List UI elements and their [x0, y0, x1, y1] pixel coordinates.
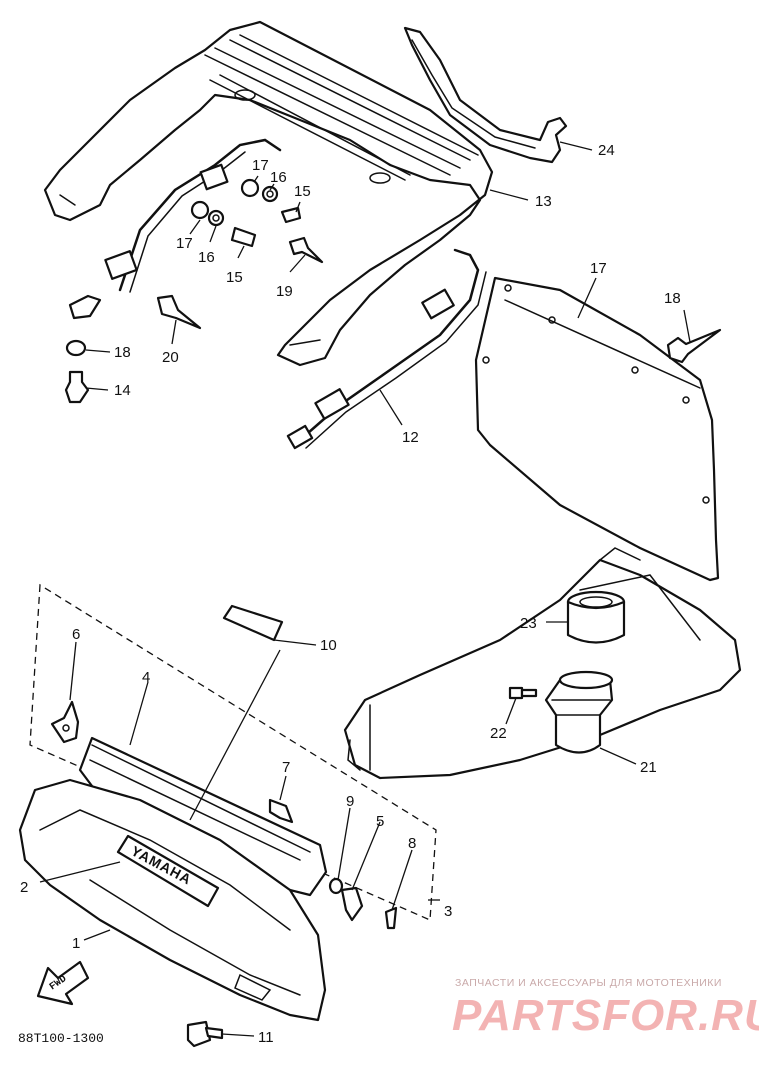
callout-2: 2 — [20, 879, 28, 896]
callout-18-a: 19 — [276, 283, 293, 300]
part-17-nut-c — [65, 339, 87, 357]
callout-18-b: 20 — [162, 349, 179, 366]
callout-labels: 24 13 17 18 12 17 16 15 17 16 15 19 20 1… — [20, 142, 681, 1046]
part-18-pin-b — [156, 294, 202, 330]
watermark: ЗАПЧАСТИ И АКСЕССУАРЫ ДЛЯ МОТОТЕХНИКИ PA… — [452, 977, 759, 1040]
callout-17-a: 17 — [252, 157, 269, 174]
part-1-cover — [18, 778, 327, 1022]
part-18-pin-a — [288, 236, 324, 264]
part-17-nut-b — [190, 200, 210, 220]
callout-21: 21 — [640, 759, 657, 776]
callout-9: 9 — [346, 793, 354, 810]
part-16-washer-a — [261, 185, 279, 203]
part-15-screw-b — [230, 226, 257, 248]
part-6-bracket — [50, 700, 80, 744]
callout-24: 24 — [598, 142, 615, 159]
callout-20: 18 — [664, 290, 681, 307]
assembly-boundary — [29, 583, 437, 921]
part-12-grab-rail — [68, 138, 487, 450]
callout-1: 1 — [72, 935, 80, 952]
part-13-rear-carrier — [43, 20, 494, 367]
callout-3: 3 — [444, 903, 452, 920]
callout-15-a: 15 — [294, 183, 311, 200]
leader-lines — [39, 141, 691, 1037]
hardware-cluster — [64, 178, 324, 404]
part-24-bracket — [403, 26, 568, 164]
drawing-code: 88T100-1300 — [18, 1031, 104, 1046]
part-9-washer — [328, 877, 344, 895]
part-17-nut-a — [240, 178, 260, 198]
callout-22: 22 — [490, 725, 507, 742]
callout-10: 10 — [320, 637, 337, 654]
callout-5: 5 — [376, 813, 384, 830]
housing-body — [343, 547, 742, 780]
callout-16-a: 16 — [270, 169, 287, 186]
callout-15-b: 15 — [226, 269, 243, 286]
part-20-pin — [666, 328, 722, 364]
callout-7: 7 — [282, 759, 290, 776]
fwd-arrow: FWD — [36, 960, 90, 1006]
watermark-tagline: ЗАПЧАСТИ И АКСЕССУАРЫ ДЛЯ МОТОТЕХНИКИ — [455, 977, 722, 989]
part-14-grommet — [64, 370, 90, 404]
callout-17-b: 17 — [176, 235, 193, 252]
callout-6: 6 — [72, 626, 80, 643]
callout-13: 13 — [535, 193, 552, 210]
callout-16-b: 16 — [198, 249, 215, 266]
callout-17-c: 18 — [114, 344, 131, 361]
callout-19: 17 — [590, 260, 607, 277]
callout-14: 14 — [114, 382, 131, 399]
part-19-panel — [474, 276, 720, 582]
callout-23: 23 — [520, 615, 537, 632]
part-23-cap — [566, 590, 626, 644]
part-22-bolt — [508, 686, 538, 700]
watermark-brand: PARTSFOR.RU — [452, 991, 759, 1040]
part-11-screw — [186, 1020, 224, 1048]
part-16-washer-b — [207, 209, 225, 227]
part-8-pin — [384, 906, 398, 930]
callout-11: 11 — [258, 1029, 274, 1046]
part-10-strip — [222, 604, 284, 642]
callout-8: 8 — [408, 835, 416, 852]
callout-4: 4 — [142, 669, 150, 686]
part-7-clip — [268, 798, 294, 824]
callout-12: 12 — [402, 429, 419, 446]
part-21-filler-neck — [544, 670, 614, 754]
part-5-clip — [340, 886, 364, 922]
